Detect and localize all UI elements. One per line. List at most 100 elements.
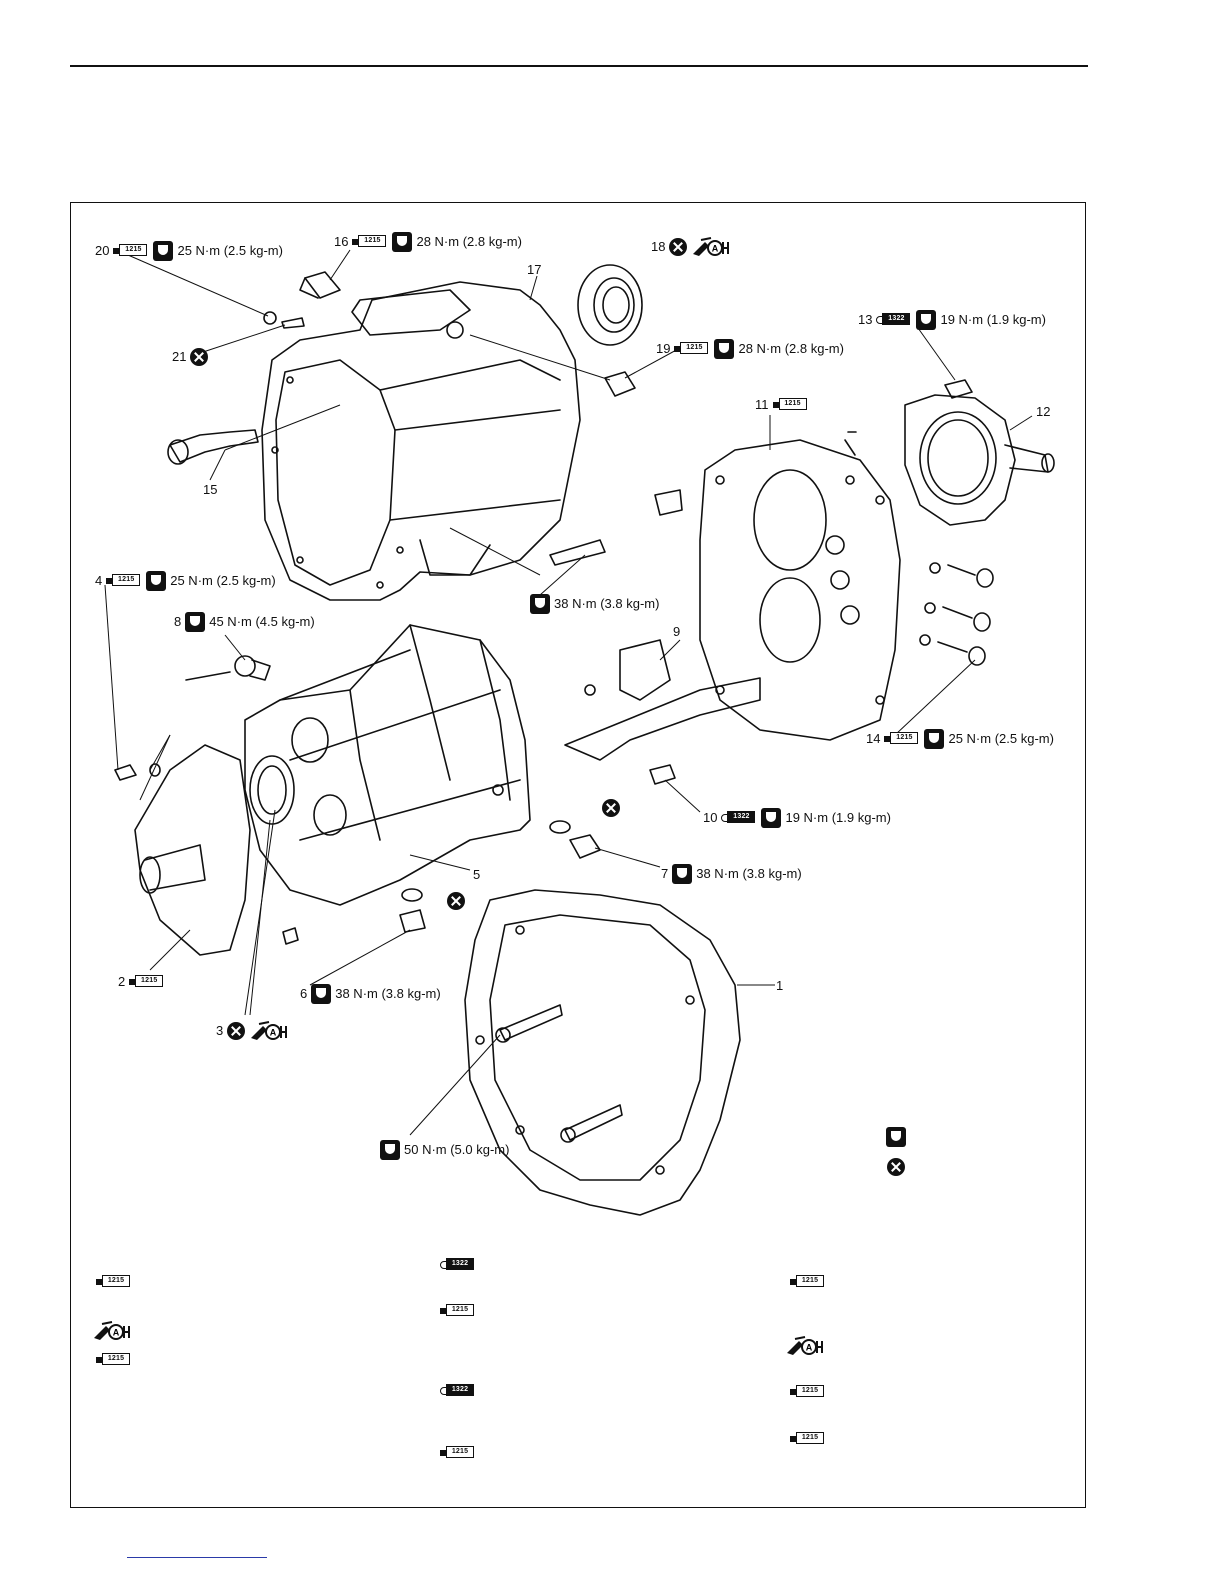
torque-value: 45 N·m (4.5 kg-m) xyxy=(209,614,315,629)
callout-number: 18 xyxy=(651,239,666,254)
tightening-torque-icon xyxy=(886,1127,906,1147)
bracket-9 xyxy=(564,639,761,761)
tightening-torque-icon xyxy=(924,729,945,749)
callout-4: 4 1215 25 N·m (2.5 kg-m) xyxy=(95,571,276,591)
grease-icon: A xyxy=(92,1320,130,1342)
center-plate-11 xyxy=(654,431,901,741)
top-rule xyxy=(70,65,1088,67)
tightening-torque-icon xyxy=(146,571,167,591)
sealant-icon: 1215 xyxy=(674,342,710,356)
torque-value: 38 N·m (3.8 kg-m) xyxy=(696,866,802,881)
case-bolt xyxy=(549,539,606,566)
housing-bolt-upper xyxy=(495,1004,563,1043)
sealant-icon: 1215 xyxy=(790,1274,826,1289)
do-not-reuse-icon xyxy=(447,892,465,910)
callout-17: 17 xyxy=(527,262,541,278)
sealant-icon: 1215 xyxy=(129,975,165,989)
torque-value: 28 N·m (2.8 kg-m) xyxy=(738,341,844,356)
callout-number: 2 xyxy=(118,974,126,989)
callout-number: 9 xyxy=(673,624,681,639)
detent-spring-set-14 xyxy=(919,562,994,666)
do-not-reuse-icon xyxy=(602,799,620,817)
callout-number: 10 xyxy=(703,810,718,825)
grease-icon: A xyxy=(785,1335,823,1357)
sealant-icon: 1215 xyxy=(96,1274,132,1289)
sealant-icon: 1215 xyxy=(440,1303,476,1318)
callout-5: 5 xyxy=(473,867,480,883)
sealant-icon: 1215 xyxy=(790,1384,826,1399)
callout-8: 8 45 N·m (4.5 kg-m) xyxy=(174,612,315,632)
torque-value: 25 N·m (2.5 kg-m) xyxy=(948,731,1054,746)
back-up-lamp-switch-8 xyxy=(185,655,271,681)
callout-16: 16 1215 28 N·m (2.8 kg-m) xyxy=(334,232,522,252)
callout-10: 10 1322 19 N·m (1.9 kg-m) xyxy=(703,808,891,828)
svg-text:A: A xyxy=(806,1343,813,1353)
front-bearing-retainer-2 xyxy=(134,744,251,956)
bolt-16 xyxy=(299,271,341,299)
sealant-icon: 1215 xyxy=(96,1352,132,1367)
legend-sealant-3: 1215 xyxy=(440,1302,476,1320)
housing-bolt-lower xyxy=(560,1104,623,1143)
legend-sealant-7: 1215 xyxy=(790,1430,826,1448)
grease-icon: A xyxy=(249,1020,288,1042)
callout-20: 20 1215 25 N·m (2.5 kg-m) xyxy=(95,241,283,261)
callout-18: 18 A xyxy=(651,236,730,258)
sealant-icon: 1215 xyxy=(352,235,388,249)
bottom-link-underline xyxy=(127,1557,267,1558)
callout-number: 19 xyxy=(656,341,671,356)
callout-number: 16 xyxy=(334,234,349,249)
legend-do-not-reuse xyxy=(887,1158,905,1176)
callout-number: 1 xyxy=(776,978,784,993)
callout-number: 11 xyxy=(755,397,769,412)
thread-lock-icon: 1322 xyxy=(440,1257,476,1272)
tightening-torque-icon xyxy=(916,310,937,330)
callout-19: 19 1215 28 N·m (2.8 kg-m) xyxy=(656,339,844,359)
callout-housing-bolt-torque: 50 N·m (5.0 kg-m) xyxy=(380,1140,509,1160)
do-not-reuse-icon xyxy=(190,348,209,366)
thread-lock-icon: 1322 xyxy=(440,1383,476,1398)
torque-value: 38 N·m (3.8 kg-m) xyxy=(554,596,660,611)
tightening-torque-icon xyxy=(714,339,735,359)
legend-sealant-4: 1215 xyxy=(440,1444,476,1462)
middle-transmission-case-5 xyxy=(244,624,531,906)
callout-21: 21 xyxy=(172,348,209,366)
sealant-icon: 1215 xyxy=(106,574,142,588)
plug-6 xyxy=(399,888,426,933)
callout-number: 3 xyxy=(216,1023,224,1038)
tightening-torque-icon xyxy=(672,864,693,884)
bolt-19 xyxy=(604,371,636,397)
tightening-torque-icon xyxy=(380,1140,400,1160)
callout-14: 14 1215 25 N·m (2.5 kg-m) xyxy=(866,729,1054,749)
tightening-torque-icon xyxy=(392,232,413,252)
callout-number: 20 xyxy=(95,243,110,258)
legend-thread-lock-1: 1322 xyxy=(440,1256,476,1274)
callout-case-bolt-torque: 38 N·m (3.8 kg-m) xyxy=(530,594,659,614)
callout-number: 21 xyxy=(172,349,187,364)
sealant-icon: 1215 xyxy=(790,1431,826,1446)
legend-sealant-5: 1215 xyxy=(790,1273,826,1291)
callout-number: 5 xyxy=(473,867,481,882)
callout-12: 12 xyxy=(1036,404,1050,420)
callout-number: 6 xyxy=(300,986,308,1001)
rear-cover-12 xyxy=(904,394,1055,526)
callout-number: 7 xyxy=(661,866,669,881)
tightening-torque-icon xyxy=(185,612,206,632)
bearing-18 xyxy=(577,264,643,346)
legend-sealant-1: 1215 xyxy=(96,1273,132,1291)
svg-text:A: A xyxy=(712,244,719,254)
upper-transmission-case xyxy=(261,281,581,601)
tightening-torque-icon xyxy=(311,984,332,1004)
tightening-torque-icon xyxy=(761,808,782,828)
diagram-frame xyxy=(70,202,1086,1508)
legend-grease-1: A xyxy=(92,1320,130,1342)
callout-number: 14 xyxy=(866,731,881,746)
torque-value: 19 N·m (1.9 kg-m) xyxy=(940,312,1046,327)
do-not-reuse-icon xyxy=(887,1158,905,1176)
callout-gasket-6 xyxy=(447,892,465,910)
shift-lever-15 xyxy=(167,429,259,465)
dowel-pin xyxy=(282,927,299,945)
clutch-housing-1 xyxy=(464,889,741,1216)
callout-11: 11 1215 xyxy=(755,397,809,413)
torque-value: 25 N·m (2.5 kg-m) xyxy=(170,573,276,588)
